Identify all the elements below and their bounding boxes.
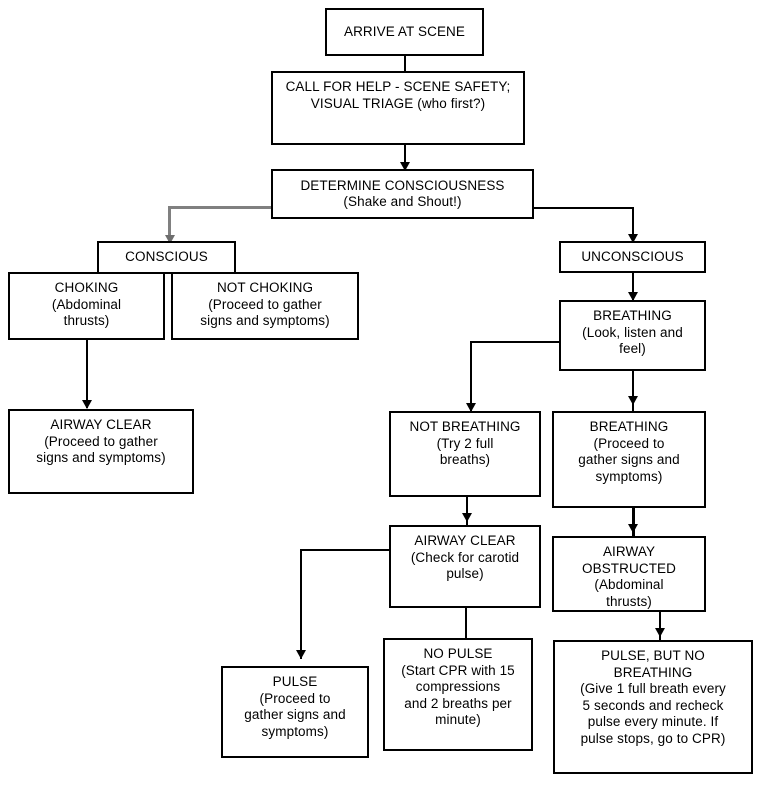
arrowhead-determine-to-conscious [165, 235, 175, 244]
connector-breathing-left-horizontal [470, 341, 570, 343]
node-choking[interactable]: CHOKING (Abdominal thrusts) [8, 272, 165, 340]
arrowhead-determine-to-unconscious [628, 234, 638, 243]
node-no-pulse-label: NO PULSE (Start CPR with 15 compressions… [401, 646, 515, 727]
connector-breathing-proceed-to-obstructed [632, 508, 635, 537]
arrowhead-call-to-determine [400, 162, 410, 171]
connector-airway-clear-to-no-pulse [465, 608, 467, 638]
arrowhead-not-breathing-to-airway-clear [462, 513, 472, 522]
connector-airway-clear-left-horizontal [300, 549, 392, 551]
arrowhead-breathing-to-breathing-proceed [628, 396, 638, 405]
node-breathing-check-label: BREATHING (Look, listen and feel) [582, 308, 683, 356]
node-arrive-at-scene-label: ARRIVE AT SCENE [343, 23, 466, 39]
node-airway-obstructed[interactable]: AIRWAY OBSTRUCTED (Abdominal thrusts) [552, 536, 706, 612]
connector-determine-left-horizontal [168, 206, 276, 209]
connector-unconscious-to-breathing [632, 272, 634, 300]
node-determine-consciousness-label: DETERMINE CONSCIOUSNESS (Shake and Shout… [300, 177, 505, 210]
connector-determine-left-vertical [168, 206, 171, 241]
connector-obstructed-to-pulse-no-breathing [659, 612, 661, 640]
node-pulse[interactable]: PULSE (Proceed to gather signs and sympt… [221, 666, 369, 758]
node-call-for-help[interactable]: CALL FOR HELP - SCENE SAFETY; VISUAL TRI… [271, 71, 525, 145]
connector-not-breathing-to-airway-clear [466, 497, 468, 525]
node-breathing-proceed[interactable]: BREATHING (Proceed to gather signs and s… [552, 411, 706, 508]
connector-determine-right-vertical [632, 207, 634, 241]
arrowhead-choking-to-airway-clear [82, 400, 92, 409]
node-breathing-proceed-label: BREATHING (Proceed to gather signs and s… [578, 419, 680, 484]
node-airway-clear-left-label: AIRWAY CLEAR (Proceed to gather signs an… [36, 417, 166, 465]
arrowhead-airway-clear-to-pulse [296, 650, 306, 659]
node-unconscious[interactable]: UNCONSCIOUS [559, 241, 706, 273]
node-not-choking[interactable]: NOT CHOKING (Proceed to gather signs and… [171, 272, 359, 340]
node-call-for-help-label: CALL FOR HELP - SCENE SAFETY; VISUAL TRI… [285, 79, 511, 111]
node-conscious[interactable]: CONSCIOUS [97, 241, 236, 274]
node-airway-clear-left[interactable]: AIRWAY CLEAR (Proceed to gather signs an… [8, 409, 194, 494]
node-airway-clear-mid[interactable]: AIRWAY CLEAR (Check for carotid pulse) [389, 525, 541, 608]
node-conscious-label: CONSCIOUS [125, 249, 208, 265]
connector-arrive-to-call [404, 56, 406, 71]
node-not-breathing[interactable]: NOT BREATHING (Try 2 full breaths) [389, 411, 541, 497]
arrowhead-obstructed-to-pulse-no-breathing [655, 628, 665, 637]
node-no-pulse[interactable]: NO PULSE (Start CPR with 15 compressions… [383, 638, 533, 751]
arrowhead-unconscious-to-breathing [628, 292, 638, 301]
arrowhead-breathing-to-not-breathing [466, 403, 476, 412]
node-breathing-check[interactable]: BREATHING (Look, listen and feel) [559, 300, 706, 371]
node-arrive-at-scene[interactable]: ARRIVE AT SCENE [325, 8, 484, 56]
node-pulse-no-breathing[interactable]: PULSE, BUT NO BREATHING (Give 1 full bre… [553, 640, 753, 774]
node-pulse-no-breathing-label: PULSE, BUT NO BREATHING (Give 1 full bre… [580, 648, 726, 746]
connector-breathing-left-vertical [470, 341, 472, 411]
connector-breathing-to-breathing-proceed [632, 371, 634, 411]
node-airway-obstructed-label: AIRWAY OBSTRUCTED (Abdominal thrusts) [581, 544, 676, 609]
node-pulse-label: PULSE (Proceed to gather signs and sympt… [244, 674, 346, 739]
connector-choking-to-airway-clear [86, 340, 88, 408]
node-not-breathing-label: NOT BREATHING (Try 2 full breaths) [409, 419, 521, 467]
connector-airway-clear-left-vertical [300, 549, 302, 659]
connector-call-to-determine [404, 145, 406, 169]
node-not-choking-label: NOT CHOKING (Proceed to gather signs and… [200, 280, 330, 328]
node-unconscious-label: UNCONSCIOUS [581, 248, 684, 264]
node-determine-consciousness[interactable]: DETERMINE CONSCIOUSNESS (Shake and Shout… [271, 169, 534, 219]
connector-determine-right-horizontal [534, 207, 634, 209]
arrowhead-breathing-proceed-to-obstructed [628, 524, 638, 533]
node-choking-label: CHOKING (Abdominal thrusts) [51, 280, 122, 328]
node-airway-clear-mid-label: AIRWAY CLEAR (Check for carotid pulse) [410, 533, 520, 581]
